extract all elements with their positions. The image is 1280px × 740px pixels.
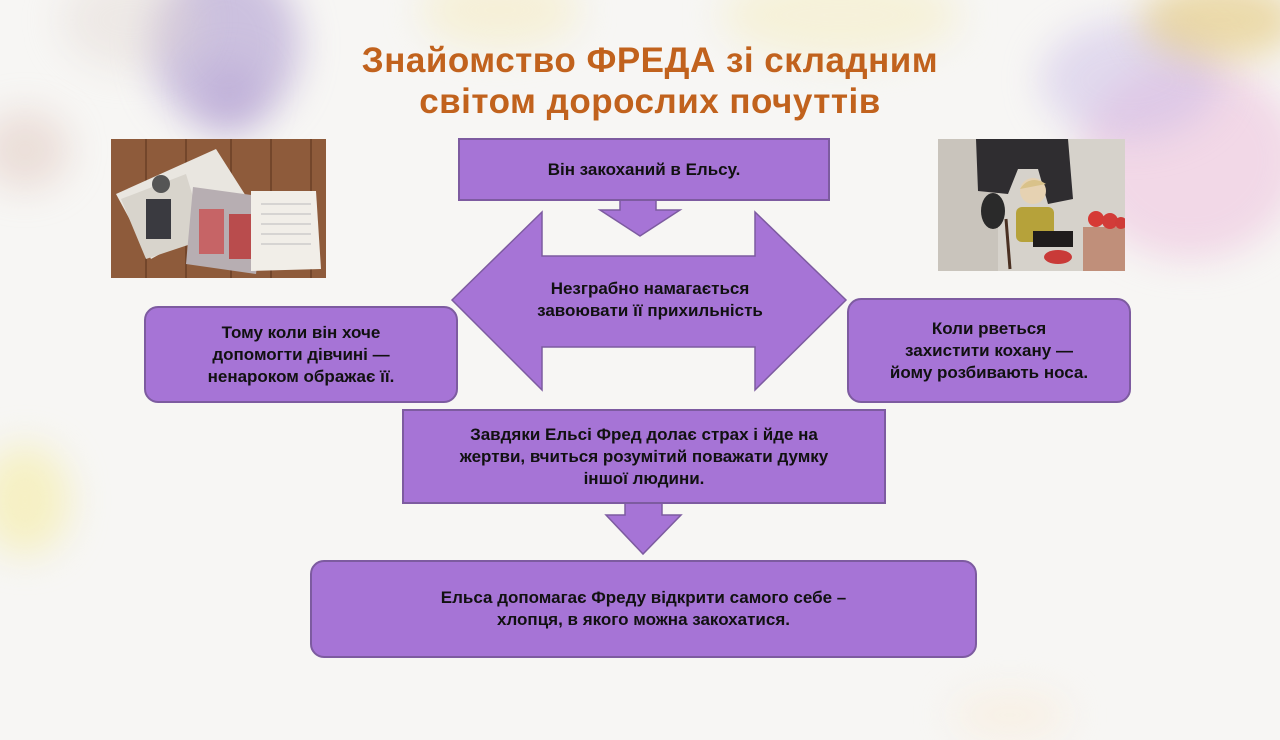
down-arrow-top	[597, 197, 683, 237]
double-arrow-label: Незграбно намагається завоювати її прихи…	[480, 278, 820, 322]
down-arrow-bottom	[604, 499, 683, 556]
bottom-box: Ельса допомагає Фреду відкрити самого се…	[310, 560, 977, 658]
left-box: Тому коли він хоче допомогти дівчині — н…	[144, 306, 458, 403]
top-box: Він закоханий в Ельсу.	[458, 138, 830, 201]
left-box-line-2: допомогти дівчині —	[212, 344, 390, 364]
middle-box-line-1: Завдяки Ельсі Фред долає страх і йде на	[470, 424, 818, 444]
title-line-2: світом дорослих почуттів	[419, 82, 881, 121]
left-box-line-3: ненароком ображає її.	[207, 366, 395, 386]
middle-box-line-2: жертви, вчиться розумітий поважати думку	[459, 446, 829, 466]
middle-box: Завдяки Ельсі Фред долає страх і йде на …	[402, 409, 886, 504]
right-box-line-2: захистити кохану —	[905, 340, 1073, 360]
title-line-1: Знайомство ФРЕДА зі складним	[361, 41, 939, 80]
middle-box-line-3: іншої людини.	[583, 468, 705, 488]
slide-title: Знайомство ФРЕДА зі складним світом доро…	[250, 40, 1050, 122]
bottom-box-line-1: Ельса допомагає Фреду відкрити самого се…	[440, 588, 847, 607]
boy-illustration	[938, 139, 1125, 271]
books-photo	[111, 139, 326, 278]
double-arrow-label-line-2: завоювати її прихильність	[537, 301, 763, 320]
right-box: Коли рветься захистити кохану — йому роз…	[847, 298, 1131, 403]
top-box-text: Він закоханий в Ельсу.	[547, 159, 741, 179]
right-box-line-3: йому розбивають носа.	[889, 362, 1089, 382]
books-image	[111, 139, 326, 278]
double-arrow-label-line-1: Незграбно намагається	[550, 279, 750, 298]
boy-image	[938, 139, 1125, 271]
bottom-box-line-2: хлопця, в якого можна закохатися.	[497, 610, 790, 629]
diagram-connectors	[450, 197, 848, 556]
left-box-line-1: Тому коли він хоче	[221, 322, 381, 342]
double-arrow	[450, 210, 848, 392]
right-box-line-1: Коли рветься	[931, 318, 1047, 338]
